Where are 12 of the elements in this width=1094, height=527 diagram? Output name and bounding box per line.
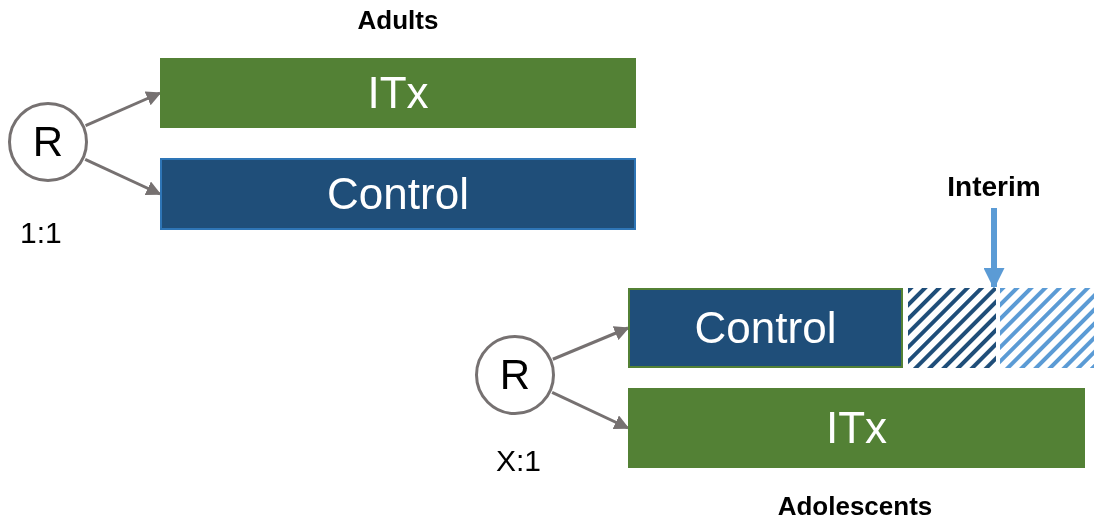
hatched-bar [908, 288, 996, 368]
arm-bar: ITx [160, 58, 636, 128]
group-heading: Adolescents [776, 490, 934, 522]
arm-bar: Control [160, 158, 636, 230]
arrow [983, 208, 1005, 290]
group-heading: Adults [356, 4, 440, 36]
hatched-bar [1000, 288, 1094, 368]
interim-label: Interim [930, 168, 1058, 206]
ratio-label: X:1 [496, 446, 542, 476]
arm-bar: Control [628, 288, 903, 368]
ratio-label: 1:1 [20, 218, 62, 248]
arm-bar: ITx [628, 388, 1085, 468]
